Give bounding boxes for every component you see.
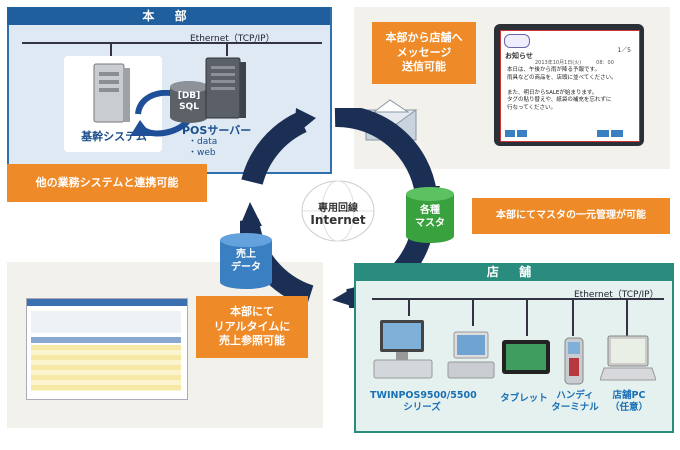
pos-server-icon — [205, 57, 246, 119]
pos-item-web: ・web — [188, 148, 216, 158]
sales-filter-area — [31, 311, 181, 333]
store-drop-3 — [526, 298, 528, 336]
line-label: 専用回線 — [318, 203, 358, 214]
store-drop-4 — [572, 298, 574, 336]
pos-terminal-small-icon — [447, 331, 495, 379]
master-cylinder-label: 各種 マスタ — [415, 205, 445, 229]
hq-drop-2 — [226, 42, 228, 56]
handy-terminal-icon — [564, 337, 584, 385]
store-drop-1 — [408, 298, 410, 316]
globe-icon — [301, 180, 375, 242]
callout-link-systems: 他の業務システムと連携可能 — [7, 164, 207, 202]
next-button[interactable] — [611, 130, 623, 137]
stamp-icon — [504, 34, 530, 48]
store-drop-5 — [626, 298, 628, 336]
store-pc-icon — [600, 335, 656, 381]
device-label-pos: TWINPOS9500/5500 シリーズ — [370, 390, 477, 413]
footer-button[interactable] — [517, 130, 527, 137]
store-ethernet-line — [372, 298, 664, 300]
master-cylinder-icon — [406, 187, 454, 243]
device-label-pc: 店舗PC （任意） — [609, 390, 648, 413]
device-label-handy: ハンディ ターミナル — [551, 390, 599, 413]
message-title: お知らせ — [505, 52, 533, 60]
callout-send-message: 本部から店舗へ メッセージ 送信可能 — [372, 22, 476, 84]
database-icon — [170, 81, 208, 123]
hq-ethernet-label: Ethernet（TCP/IP） — [190, 34, 275, 44]
sales-table-rows — [31, 345, 181, 391]
pos-server-items: ・data ・web — [188, 137, 217, 159]
hq-title: 本 部 — [7, 7, 330, 25]
message-date: 2013年10月1日(火) 08：00 — [535, 60, 614, 66]
message-body: 本日は、午後から雨が降る予報です。 雨具などの商品を、店頭に並べてください。 ま… — [507, 67, 617, 111]
callout-master-manage: 本部にてマスタの一元管理が可能 — [472, 198, 670, 234]
db-label-line2: SQL — [179, 102, 199, 112]
tablet-icon — [502, 340, 550, 374]
device-label-tablet: タブレット — [500, 393, 548, 404]
sales-cylinder-icon — [220, 233, 272, 289]
sales-table-header — [31, 337, 181, 343]
store-drop-2 — [472, 298, 474, 326]
store-title: 店 舗 — [354, 263, 672, 281]
pos-item-data: ・data — [188, 137, 218, 147]
sales-cylinder-label: 売上 データ — [231, 249, 261, 273]
message-screen: 1／5 お知らせ 2013年10月1日(火) 08：00 本日は、午後から雨が降… — [500, 30, 640, 142]
sales-window-titlebar — [27, 299, 187, 306]
hq-drop-1 — [110, 42, 112, 56]
server-tower-icon — [93, 63, 130, 123]
message-page: 1／5 — [617, 47, 631, 54]
core-system-label: 基幹システム — [81, 130, 147, 143]
message-footer — [505, 130, 633, 138]
footer-button[interactable] — [505, 130, 515, 137]
prev-button[interactable] — [597, 130, 609, 137]
pos-server-label: POSサーバー — [182, 124, 252, 137]
db-label-line1: [DB] — [177, 91, 201, 101]
hq-ethernet-line — [22, 42, 322, 44]
internet-label: Internet — [310, 213, 366, 227]
pos-terminal-icon — [373, 320, 433, 379]
callout-realtime: 本部にて リアルタイムに 売上参照可能 — [196, 296, 308, 358]
sales-window — [26, 298, 188, 400]
store-ethernet-label: Ethernet（TCP/IP） — [574, 290, 659, 300]
db-label: [DB] SQL — [172, 91, 206, 113]
